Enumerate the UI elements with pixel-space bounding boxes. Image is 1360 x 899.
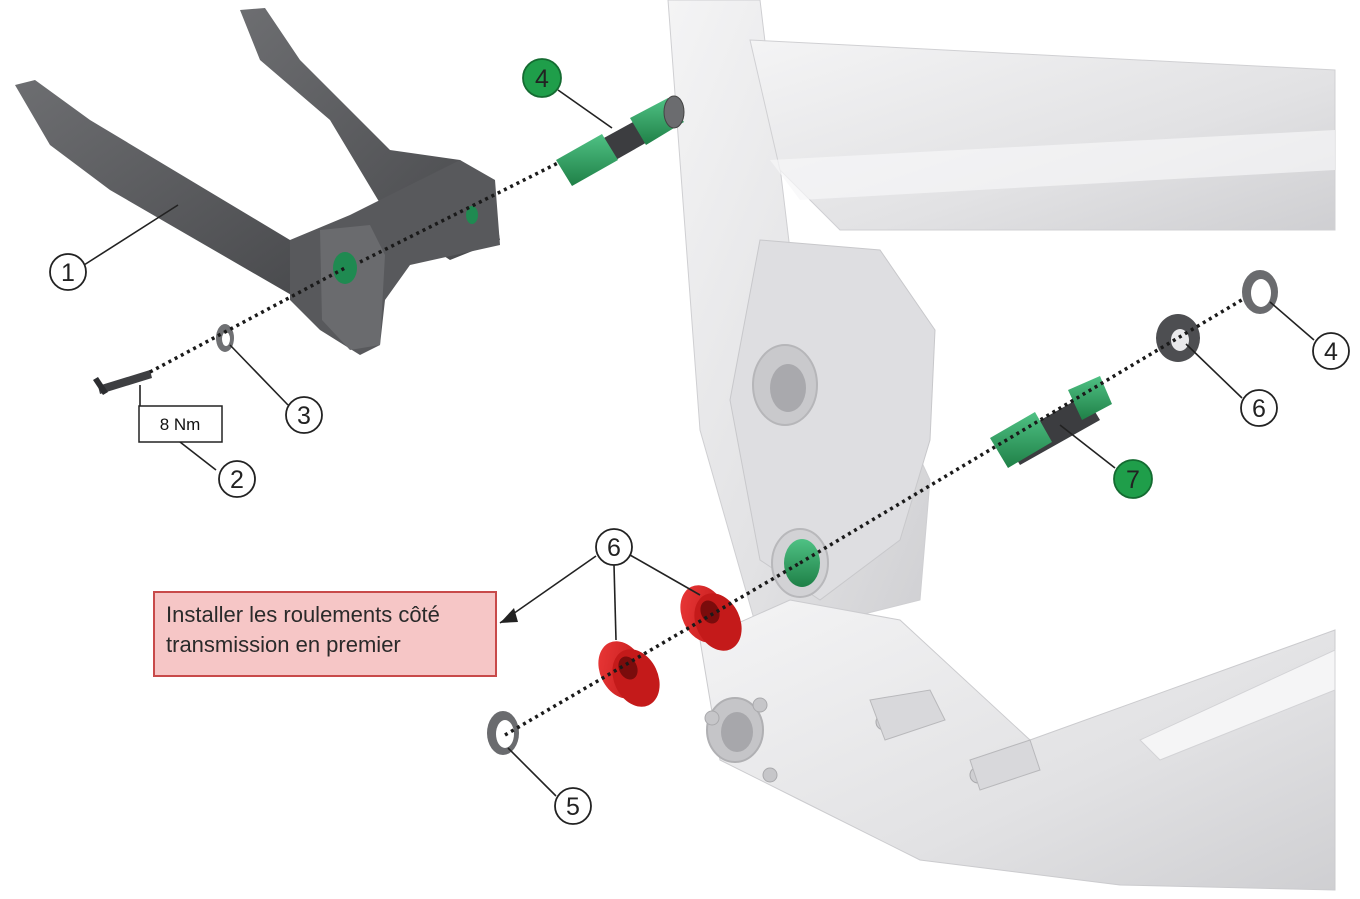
leader-6-center-c [499, 555, 597, 624]
leader-2 [179, 441, 217, 471]
callout-7-green: 7 [1113, 459, 1153, 499]
callout-2-label: 2 [230, 466, 244, 494]
torque-label-box: 8 Nm [138, 405, 223, 443]
leader-6-arrow [500, 608, 518, 623]
leader-4-right [1269, 301, 1315, 341]
leader-1 [83, 204, 179, 266]
axis-line-swingarm [149, 266, 346, 374]
bearing-left [598, 641, 660, 707]
callout-4-green-label: 4 [535, 65, 549, 93]
callout-3-label: 3 [297, 402, 311, 430]
callout-4-right: 4 [1312, 332, 1350, 370]
bike-frame [667, 0, 1336, 891]
leader-6-center-b [629, 554, 701, 596]
callout-5-label: 5 [566, 793, 580, 821]
screw [93, 370, 152, 395]
callout-7-green-label: 7 [1126, 466, 1140, 494]
swing-arm-part [15, 8, 500, 355]
note-line-2: transmission en premier [166, 632, 401, 657]
leader-5 [507, 747, 557, 797]
pivot-axle-top [556, 95, 685, 186]
washer-small [216, 324, 234, 352]
callout-3: 3 [285, 396, 323, 434]
leader-7 [1059, 424, 1116, 469]
leader-4-green [557, 89, 613, 129]
leader-3 [229, 344, 289, 406]
bearing-right [680, 585, 742, 651]
axis-line-bottom [504, 561, 801, 737]
callout-5: 5 [554, 787, 592, 825]
torque-value: 8 Nm [160, 415, 201, 434]
washer-right [1242, 270, 1278, 314]
callout-6-right: 6 [1240, 389, 1278, 427]
callout-6-right-label: 6 [1252, 395, 1266, 423]
callout-6-center: 6 [595, 528, 633, 566]
callout-1-label: 1 [61, 259, 75, 287]
axis-line-top [359, 160, 561, 264]
leader-6-right [1185, 343, 1243, 399]
callout-6-center-label: 6 [607, 534, 621, 562]
installation-note: Installer les roulements côté transmissi… [153, 591, 497, 677]
axis-line-right [799, 296, 1246, 565]
spacer-washer-dark [1156, 314, 1200, 362]
pivot-axle-right [990, 376, 1112, 468]
note-line-1: Installer les roulements côté [166, 602, 440, 627]
washer-bottom [487, 711, 519, 755]
leader-6-center-a [613, 564, 617, 641]
callout-4-right-label: 4 [1324, 338, 1338, 366]
callout-4-green: 4 [522, 58, 562, 98]
callout-1: 1 [49, 253, 87, 291]
callout-2: 2 [218, 460, 256, 498]
